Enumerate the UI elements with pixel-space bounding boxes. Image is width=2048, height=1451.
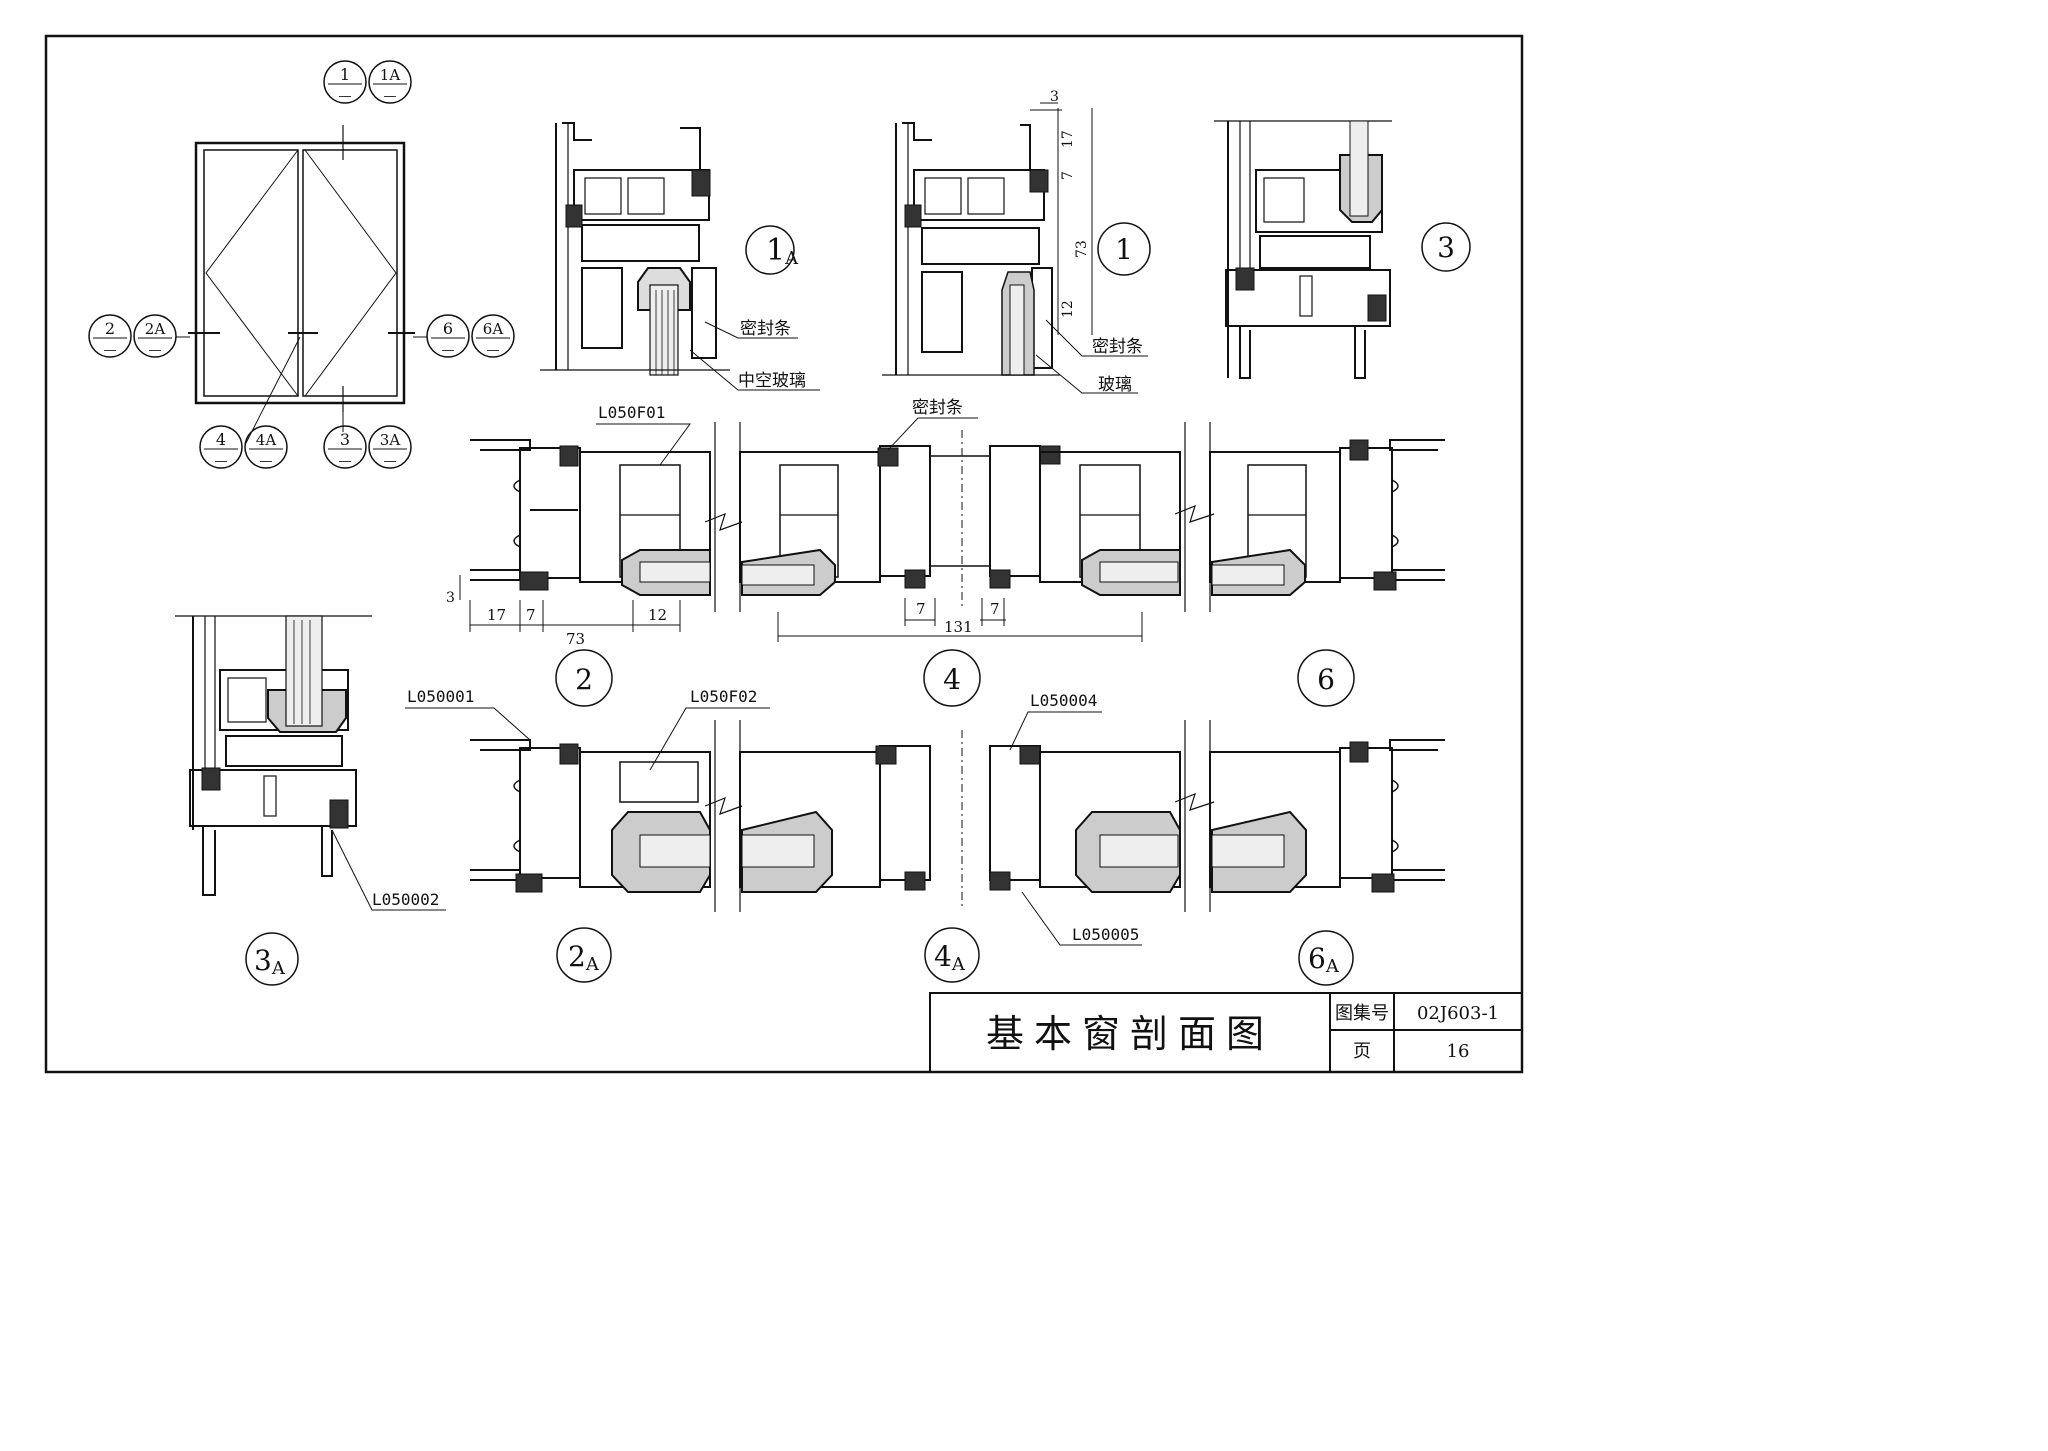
leader-l050001 xyxy=(405,707,531,741)
section-4-title: 4 xyxy=(943,663,961,696)
section-1-title: 1 xyxy=(1115,233,1133,266)
leader-l050005 xyxy=(1021,891,1142,946)
marker-label: 1A xyxy=(380,66,401,84)
title-block xyxy=(929,992,1523,1073)
svg-text:—: — xyxy=(215,454,228,469)
svg-text:—: — xyxy=(384,454,397,469)
section-row-2a-4a-6a xyxy=(470,720,1445,912)
dim-1-73: 73 xyxy=(1074,240,1090,258)
label-part-l050f02: L050F02 xyxy=(690,687,757,706)
section-1-detail xyxy=(882,102,1093,376)
break-marks-row-1 xyxy=(704,504,1215,531)
dim-2-73: 73 xyxy=(566,630,585,648)
label-part-l050002: L050002 xyxy=(372,890,439,909)
svg-text:—: — xyxy=(149,343,162,358)
leader-l050004 xyxy=(1009,711,1102,751)
dim-2-17: 17 xyxy=(487,606,506,624)
svg-text:—: — xyxy=(487,343,500,358)
marker-label: 6A xyxy=(483,320,504,338)
label-part-l050f01: L050F01 xyxy=(598,403,665,422)
label-part-l050001: L050001 xyxy=(407,687,474,706)
sheet-border xyxy=(44,34,1524,1074)
marker-label: 1 xyxy=(340,65,350,84)
window-elevation xyxy=(176,125,427,446)
svg-text:—: — xyxy=(339,454,352,469)
break-marks-row-2 xyxy=(704,792,1215,815)
leader-lines-1a xyxy=(689,321,820,391)
label-seal-row: 密封条 xyxy=(912,398,963,418)
drawing-sheet: 1 1A — — 2 2A — — 6 6A — — 4 4A — — 3 3A — — xyxy=(44,34,1524,1074)
dim-2-12: 12 xyxy=(648,606,667,624)
leader-seal-row xyxy=(887,417,978,451)
marker-label: 3 xyxy=(340,430,350,449)
label-part-l050005: L050005 xyxy=(1072,925,1139,944)
section-1a-detail xyxy=(540,122,730,376)
label-seal-1: 密封条 xyxy=(1092,337,1143,357)
section-4a-title: 4A xyxy=(934,940,966,975)
section-3a-detail xyxy=(175,615,446,911)
svg-text:—: — xyxy=(442,343,455,358)
section-2a-title: 2A xyxy=(568,940,600,975)
section-marker-4-4a[interactable]: 4 4A — — xyxy=(199,425,288,469)
section-marker-6-6a[interactable]: 6 6A — — xyxy=(426,314,515,358)
marker-label: 4A xyxy=(256,431,277,449)
label-part-l050004: L050004 xyxy=(1030,691,1097,710)
svg-text:—: — xyxy=(104,343,117,358)
leader-lines-1 xyxy=(1035,319,1148,394)
page-value: 16 xyxy=(1447,1041,1470,1062)
marker-label: 4 xyxy=(216,430,226,449)
dim-2-3: 3 xyxy=(446,590,455,606)
dim-4-7a: 7 xyxy=(916,600,926,618)
leader-l050f02 xyxy=(649,707,770,771)
atlas-number-value: 02J603-1 xyxy=(1417,1003,1499,1024)
dim-1-7: 7 xyxy=(1060,171,1076,180)
marker-label: 3A xyxy=(380,431,401,449)
marker-label: 2A xyxy=(145,320,166,338)
label-glass-1: 玻璃 xyxy=(1098,375,1132,395)
section-6a-title: 6A xyxy=(1308,942,1340,977)
dim-4-131: 131 xyxy=(944,618,973,636)
section-row-2-4-6 xyxy=(470,422,1445,612)
leader-l050f01 xyxy=(596,423,691,466)
section-3-title: 3 xyxy=(1437,231,1455,264)
section-2-title: 2 xyxy=(575,663,593,696)
dim-1-3: 3 xyxy=(1050,89,1059,105)
section-marker-1-1a[interactable]: 1 1A — — xyxy=(323,60,412,104)
label-insulating-glass: 中空玻璃 xyxy=(738,371,806,391)
section-marker-3-3a[interactable]: 3 3A — — xyxy=(323,425,412,469)
dim-1-17: 17 xyxy=(1060,130,1076,148)
section-3a-title: 3A xyxy=(254,944,286,979)
marker-label: 2 xyxy=(105,319,115,338)
label-seal-1a: 密封条 xyxy=(740,319,791,339)
svg-text:—: — xyxy=(384,89,397,104)
page-label: 页 xyxy=(1353,1041,1371,1062)
dim-2-7: 7 xyxy=(526,606,536,624)
atlas-number-label: 图集号 xyxy=(1335,1003,1389,1024)
marker-label: 6 xyxy=(443,319,453,338)
svg-text:—: — xyxy=(260,454,273,469)
dimension-lines-row-1 xyxy=(459,575,1143,642)
section-3-detail xyxy=(1214,120,1392,379)
svg-text:—: — xyxy=(339,89,352,104)
dim-1-12: 12 xyxy=(1060,300,1076,318)
drawing-title: 基本窗剖面图 xyxy=(986,1012,1274,1056)
section-marker-2-2a[interactable]: 2 2A — — xyxy=(88,314,177,358)
section-6-title: 6 xyxy=(1317,663,1335,696)
dim-4-7b: 7 xyxy=(990,600,1000,618)
